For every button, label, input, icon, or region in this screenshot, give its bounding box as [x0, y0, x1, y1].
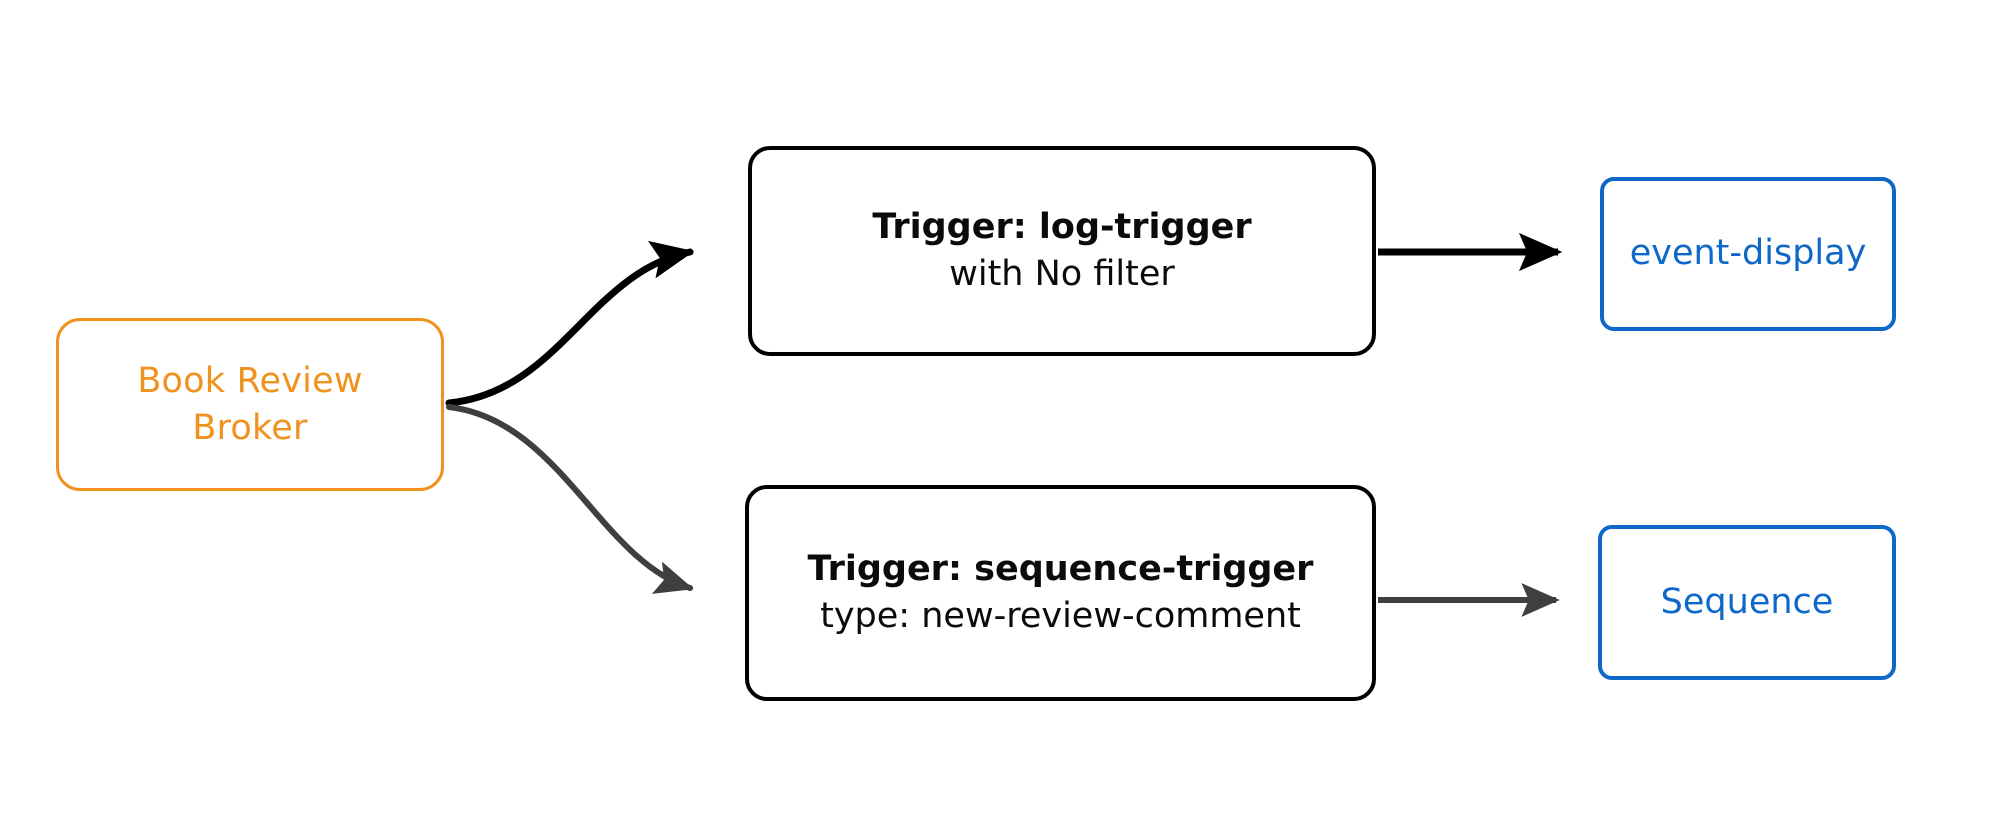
- node-event-display[interactable]: event-display: [1600, 177, 1896, 331]
- broker-label-line-2: Broker: [192, 407, 308, 448]
- broker-label-line-1: Book Review: [137, 361, 363, 402]
- edge-broker-to-sequence-trigger: [446, 404, 694, 594]
- node-sequence[interactable]: Sequence: [1598, 525, 1896, 680]
- node-sequence-trigger[interactable]: Trigger: sequence-trigger type: new-revi…: [745, 485, 1376, 701]
- node-book-review-broker[interactable]: Book Review Broker: [56, 318, 444, 491]
- node-log-trigger[interactable]: Trigger: log-trigger with No filter: [748, 146, 1376, 356]
- sequence-label: Sequence: [1660, 581, 1834, 622]
- sequence-trigger-subtitle: type: new-review-comment: [820, 595, 1301, 636]
- log-trigger-subtitle: with No filter: [949, 253, 1175, 294]
- sequence-trigger-title: Trigger: sequence-trigger: [807, 549, 1314, 590]
- event-display-label: event-display: [1629, 233, 1867, 274]
- edge-broker-to-log-trigger: [445, 240, 695, 407]
- log-trigger-title: Trigger: log-trigger: [872, 207, 1252, 248]
